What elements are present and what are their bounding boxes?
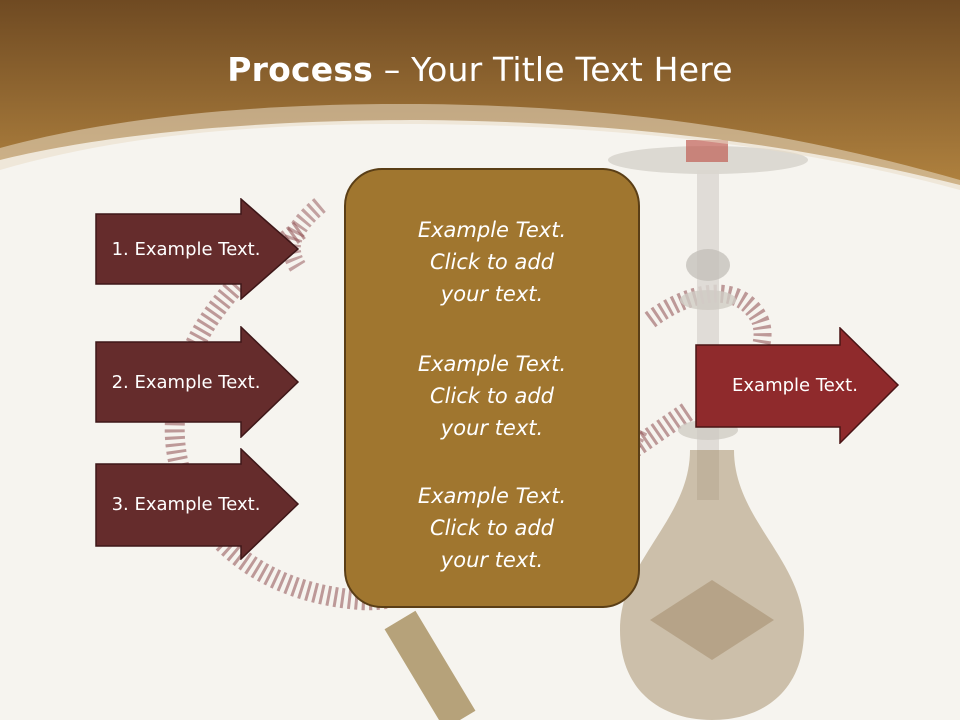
text-block-2[interactable]: Example Text. Click to add your text. [346,348,638,444]
text-block-1[interactable]: Example Text. Click to add your text. [346,214,638,310]
text-line: your text. [440,548,544,572]
left-arrow-label: 3. Example Text. [111,493,261,515]
arrow-shape [95,198,300,300]
left-arrow-label: 1. Example Text. [111,238,261,260]
left-arrow-2[interactable]: 2. Example Text. [95,326,300,438]
left-arrow-label: 2. Example Text. [111,371,261,393]
right-arrow[interactable]: Example Text. [695,327,900,444]
arrow-shape [695,327,900,444]
text-line: Example Text. [417,484,567,508]
arrow-shape [95,448,300,560]
text-line: Example Text. [417,352,567,376]
center-panel[interactable]: Example Text. Click to add your text. Ex… [344,168,640,608]
text-line: your text. [440,416,544,440]
slide-title[interactable]: Process – Your Title Text Here [0,50,960,89]
text-line: your text. [440,282,544,306]
title-bold: Process [227,50,374,89]
text-line: Click to add [429,250,554,274]
left-arrow-3[interactable]: 3. Example Text. [95,448,300,560]
text-block-3[interactable]: Example Text. Click to add your text. [346,480,638,576]
text-line: Example Text. [417,218,567,242]
right-arrow-label: Example Text. [732,375,858,396]
title-rest: – Your Title Text Here [373,50,733,89]
left-arrow-1[interactable]: 1. Example Text. [95,198,300,300]
text-line: Click to add [429,384,554,408]
text-line: Click to add [429,516,554,540]
arrow-shape [95,326,300,438]
